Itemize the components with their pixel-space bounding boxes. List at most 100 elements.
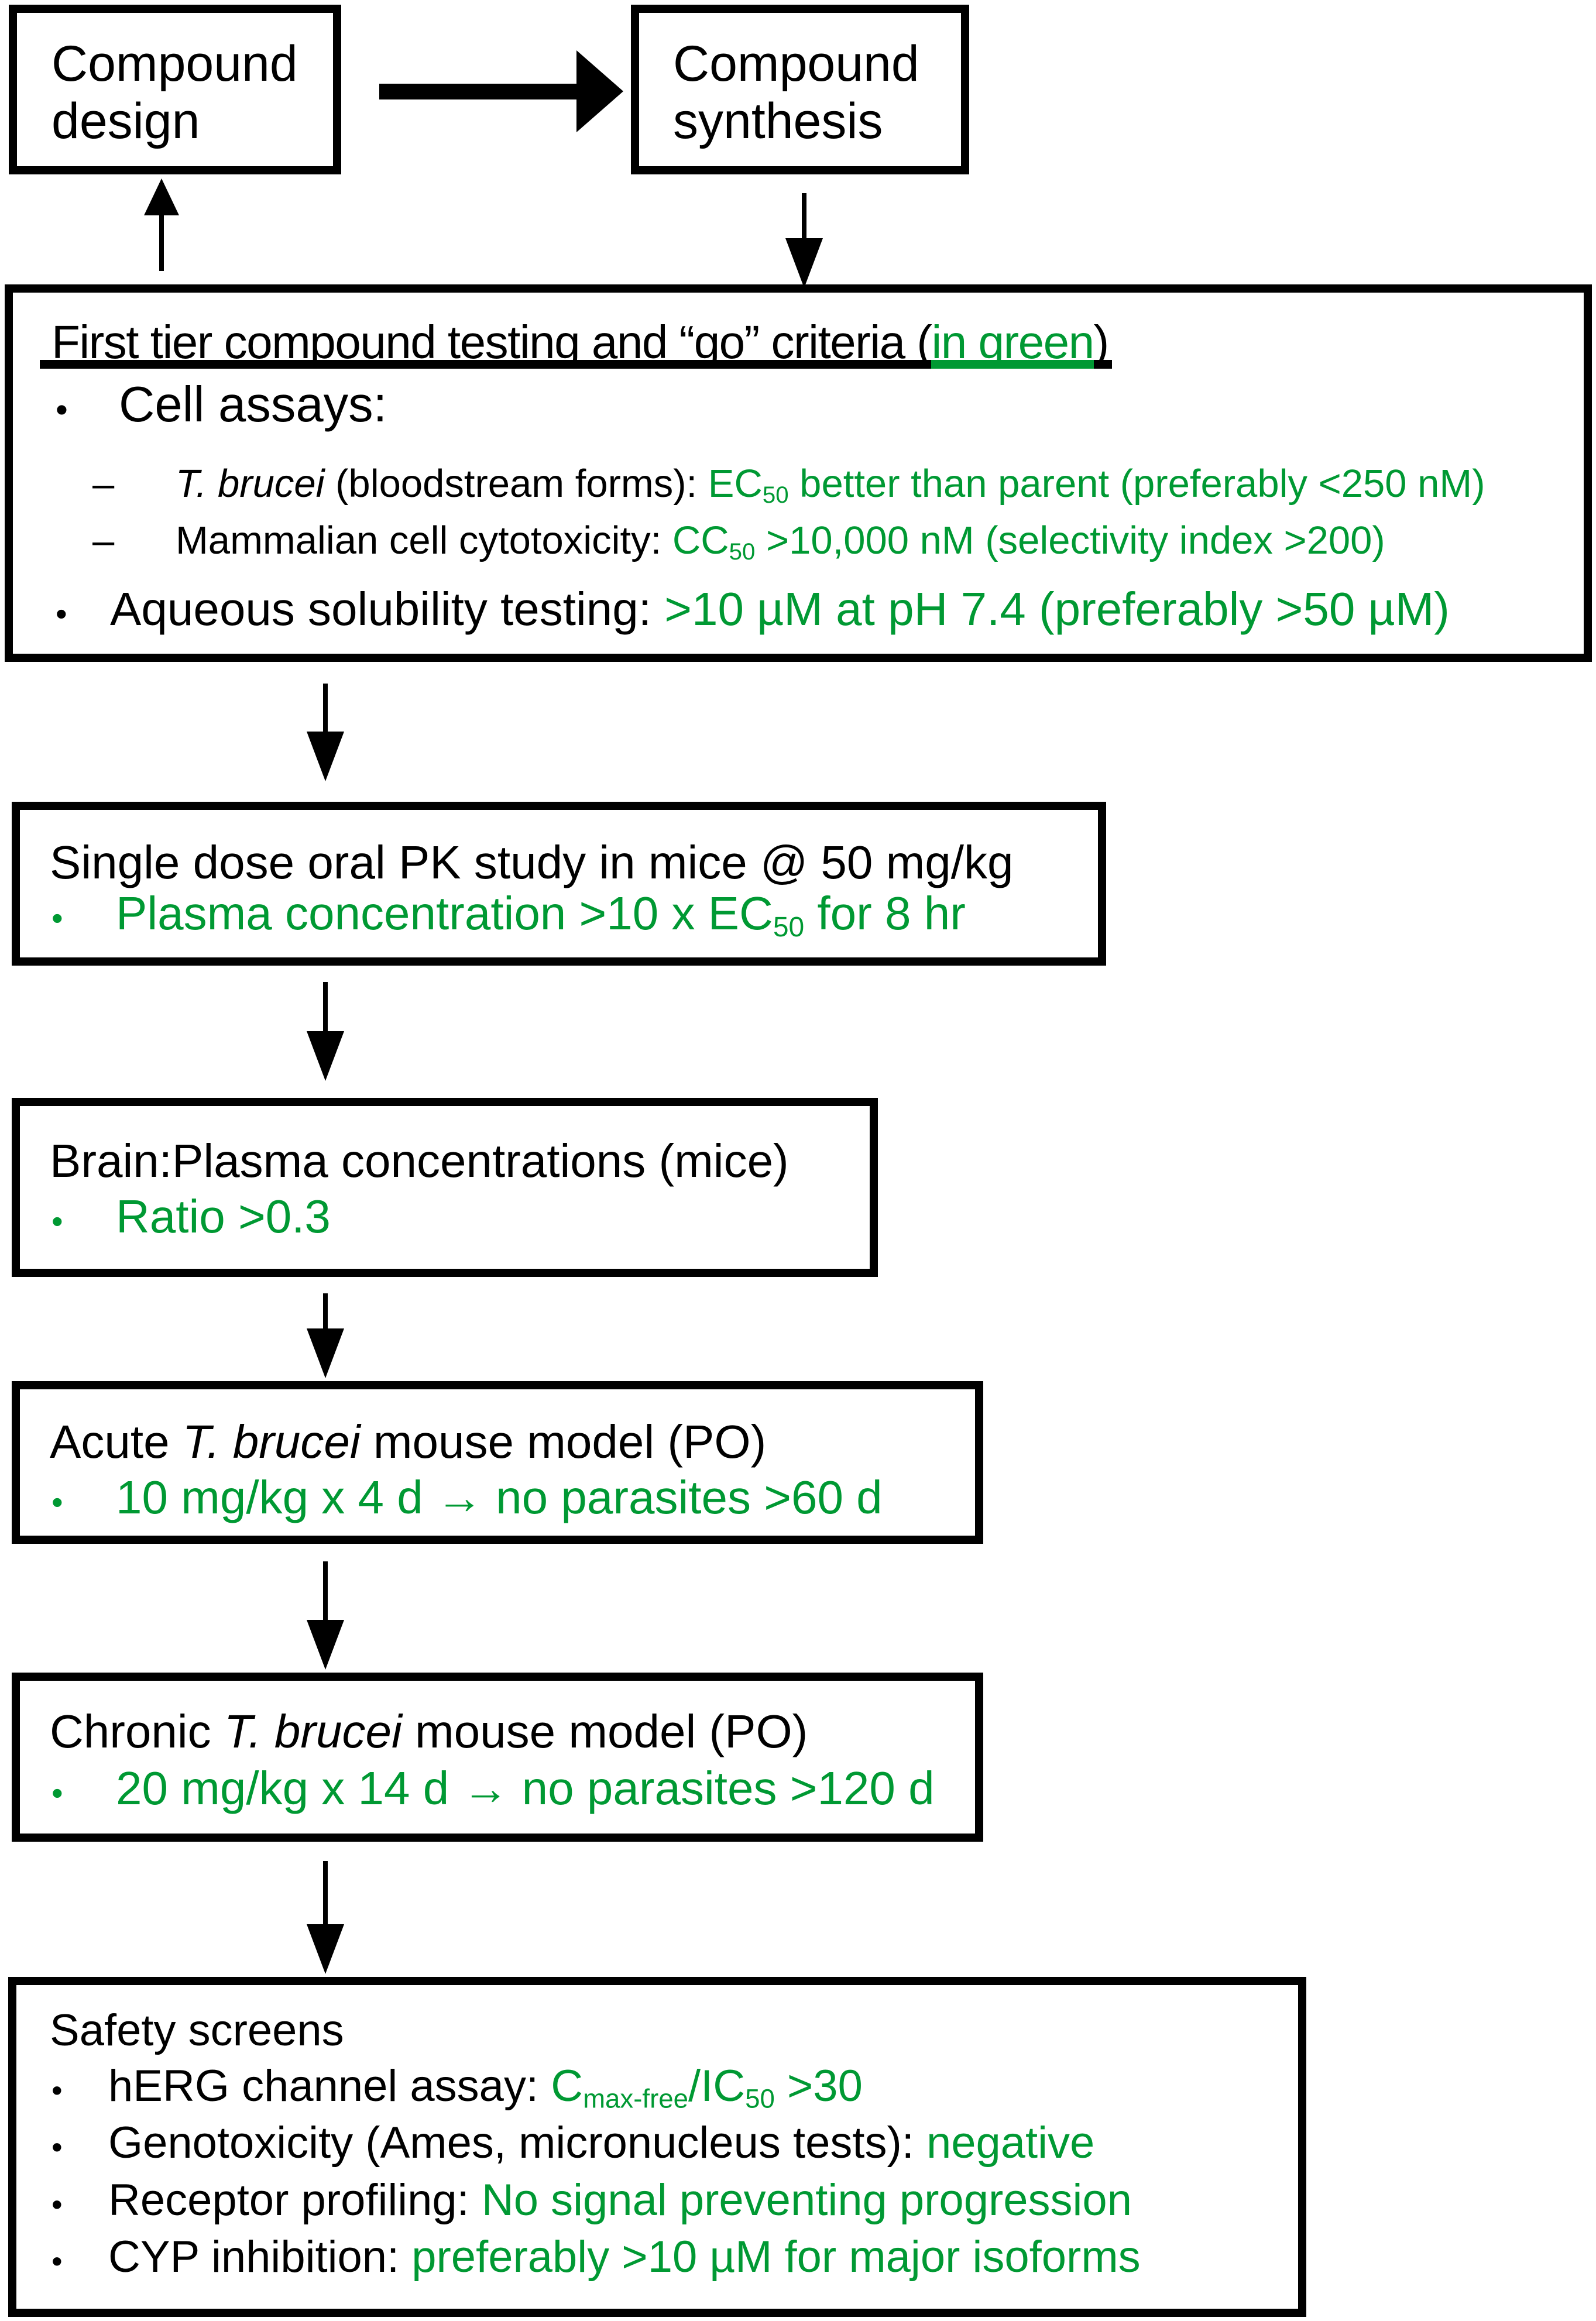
first-tier-title-black: First tier compound testing and “go” cri… [40,319,932,369]
tbrucei-species: T. brucei [182,1416,361,1468]
tbrucei-black-text: (bloodstream forms): [324,462,708,506]
mammalian-go-criterion-rest: >10,000 nM (selectivity index >200) [755,519,1385,562]
cell-assays-row: • Cell assays: [56,380,387,430]
receptor-profiling-row: •Receptor profiling: No signal preventin… [52,2178,1132,2223]
arrow-tier1-to-pk-icon [307,684,344,781]
mammalian-black-text: Mammalian cell cytotoxicity: [176,519,672,562]
chronic-title-pre: Chronic [50,1705,224,1757]
acute-title-post: mouse model (PO) [360,1416,767,1468]
acute-go-criterion: 10 mg/kg x 4 d → no parasites >60 d [116,1471,883,1523]
bullet-icon: • [52,2244,63,2279]
arrow-pk-to-brain-icon [307,982,344,1081]
arrow-shaft [323,1561,328,1620]
compound-design-label-line2: design [52,93,200,149]
acute-model-title: Acute T. brucei mouse model (PO) [50,1419,766,1465]
tbrucei-species: T. brucei [224,1705,402,1757]
bullet-icon: • [52,2073,63,2108]
brain-plasma-title: Brain:Plasma concentrations (mice) [50,1135,789,1187]
bullet-icon: • [52,2130,63,2165]
cyp-inhibition-criterion: preferably >10 µM for major isoforms [411,2232,1141,2282]
tbrucei-criterion-row: – T. brucei (bloodstream forms): EC50 bet… [92,464,1485,507]
chronic-title-post: mouse model (PO) [401,1705,808,1757]
arrow-shaft [159,215,164,271]
genotoxicity-row: • Genotoxicity (Ames, micronucleus tests)… [52,2121,1094,2165]
ec50-subscript: 50 [762,482,789,509]
arrow-head-icon [307,1031,344,1081]
mammalian-criterion-row: – Mammalian cell cytotoxicity: CC50 >10,0… [92,521,1385,564]
arrow-shaft [802,193,806,238]
arrow-acute-to-chronic-icon [307,1561,344,1670]
mammalian-go-criterion: CC [672,519,729,562]
receptor-profiling-label: Receptor profiling: [108,2175,482,2225]
compound-synthesis-box [631,5,969,174]
arrow-shaft [323,1861,328,1924]
arrow-shaft [323,684,328,732]
bullet-icon: • [52,1774,63,1811]
arrow-shaft [379,84,576,99]
brain-criterion-row: • Ratio >0.3 [52,1193,331,1240]
ec50-subscript: 50 [773,912,805,943]
herg-criterion-c: C [551,2061,584,2111]
pk-study-box [12,802,1106,966]
chronic-model-title: Chronic T. brucei mouse model (PO) [50,1708,808,1755]
brain-plasma-box [12,1098,878,1277]
first-tier-title-close: ) [1093,319,1112,369]
arrow-design-to-synthesis-icon [379,50,623,132]
first-tier-title-green: in green [931,316,1094,369]
arrow-head-icon [144,178,179,215]
cell-assays-label: Cell assays: [119,377,387,432]
dash-icon: – [92,462,115,506]
bullet-icon: • [52,899,63,936]
bullet-icon: • [52,1484,63,1520]
acute-criterion-row: • 10 mg/kg x 4 d → no parasites >60 d [52,1474,883,1521]
compound-design-box [9,5,341,174]
pk-go-criterion: Plasma concentration >10 x EC [116,887,773,939]
bullet-icon: • [52,1203,63,1240]
arrow-tier1-to-design-icon [144,178,179,271]
herg-criterion-rest: >30 [774,2061,863,2111]
bullet-icon: • [56,390,68,429]
herg-criterion-ic: /IC [688,2061,746,2111]
pk-study-title: Single dose oral PK study in mice @ 50 m… [50,836,1014,888]
compound-synthesis-label-line1: Compound [673,36,919,92]
first-tier-box [5,284,1592,662]
arrow-head-icon [307,1328,344,1378]
arrow-head-icon [307,732,344,781]
arrow-chronic-to-safety-icon [307,1861,344,1974]
tbrucei-species: T. brucei [176,462,325,506]
first-tier-title: First tier compound testing and “go” cri… [40,319,1112,369]
bullet-icon: • [56,595,67,632]
arrow-head-icon [785,238,823,288]
ic50-subscript: 50 [745,2083,775,2114]
compound-design-label-line1: Compound [52,36,298,92]
compound-synthesis-label-line2: synthesis [673,93,883,149]
chronic-model-box [12,1673,983,1842]
aqueous-go-criterion: >10 µM at pH 7.4 (preferably >50 µM) [664,583,1450,635]
arrow-synthesis-to-tier1-icon [785,193,823,288]
brain-go-criterion: Ratio >0.3 [116,1190,331,1242]
chronic-criterion-row: •20 mg/kg x 14 d → no parasites >120 d [52,1765,935,1812]
aqueous-label: Aqueous solubility testing: [110,583,665,635]
arrow-brain-to-acute-icon [307,1293,344,1378]
tbrucei-go-criterion: EC [708,462,763,506]
cyp-inhibition-row: • CYP inhibition: preferably >10 µM for m… [52,2235,1141,2279]
herg-row: •hERG channel assay: Cmax-free/IC50 >30 [52,2064,863,2112]
receptor-profiling-criterion: No signal preventing progression [481,2175,1132,2225]
pk-criterion-row: • Plasma concentration >10 x EC50 for 8 h… [52,890,966,942]
pk-go-criterion-rest: for 8 hr [804,887,966,939]
cyp-inhibition-label: CYP inhibition: [108,2232,412,2282]
dash-icon: – [92,519,115,562]
arrow-head-icon [307,1924,344,1974]
arrow-head-icon [576,50,623,132]
arrow-shaft [323,982,328,1031]
cc50-subscript: 50 [729,538,756,565]
safety-screens-box [8,1977,1306,2317]
genotoxicity-criterion: negative [926,2118,1095,2168]
aqueous-solubility-row: • Aqueous solubility testing: >10 µM at p… [56,586,1450,633]
genotoxicity-label: Genotoxicity (Ames, micronucleus tests): [108,2118,926,2168]
herg-label: hERG channel assay: [108,2061,551,2111]
acute-title-pre: Acute [50,1416,183,1468]
arrow-shaft [323,1293,328,1328]
tbrucei-go-criterion-rest: better than parent (preferably <250 nM) [788,462,1485,506]
